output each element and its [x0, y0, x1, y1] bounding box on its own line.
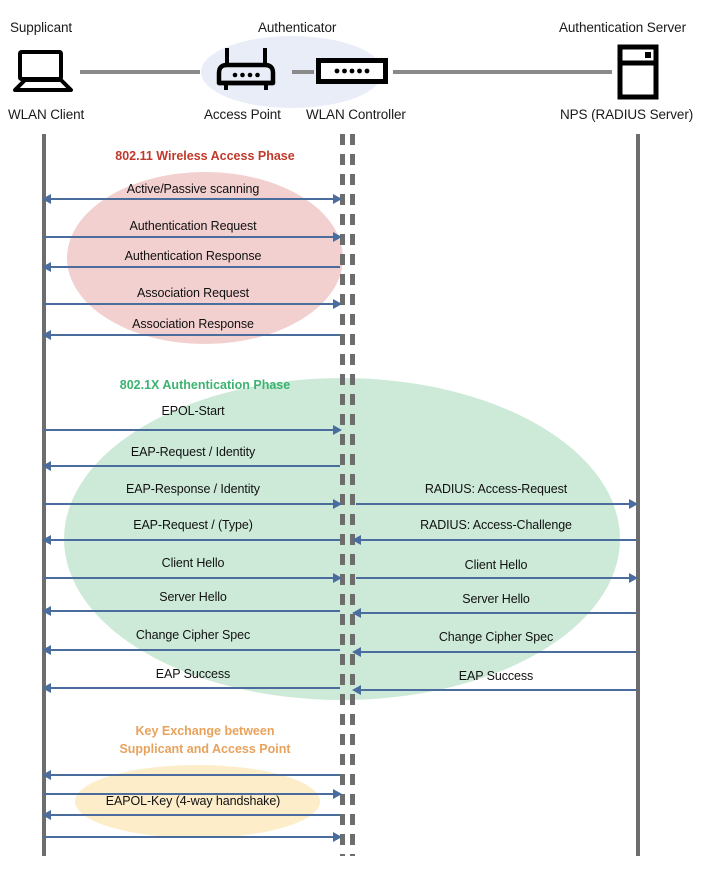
arrowhead-right-icon	[629, 499, 638, 509]
message-arrow	[356, 689, 636, 691]
arrowhead-right-icon	[333, 789, 342, 799]
message-arrow	[44, 836, 340, 838]
message-arrow	[44, 236, 340, 238]
message-label: RADIUS: Access-Challenge	[420, 518, 572, 532]
actor-device-nps: NPS (RADIUS Server)	[560, 107, 694, 122]
message-arrow	[44, 266, 340, 268]
arrowhead-left-icon	[352, 608, 361, 618]
phase-keyexchange-label-line2: Supplicant and Access Point	[119, 742, 291, 756]
message-arrow	[356, 651, 636, 653]
actor-role-supplicant: Supplicant	[10, 20, 73, 35]
message-arrow	[356, 612, 636, 614]
actor-device-wlan-controller: WLAN Controller	[306, 107, 406, 122]
actor-role-authentication-server: Authentication Server	[559, 20, 686, 35]
lifeline-nps	[636, 134, 640, 856]
message-label: Client Hello	[464, 558, 528, 572]
arrowhead-left-icon	[42, 645, 51, 655]
arrowhead-left-icon	[42, 810, 51, 820]
arrowhead-right-icon	[333, 232, 342, 242]
message-label: Association Response	[132, 317, 254, 331]
message-label: RADIUS: Access-Request	[424, 482, 568, 496]
link-controller-server	[393, 70, 612, 74]
message-arrow	[44, 610, 340, 612]
arrowhead-right-icon	[333, 832, 342, 842]
message-label: Server Hello	[462, 592, 530, 606]
message-arrow	[44, 793, 340, 795]
arrowhead-left-icon	[42, 461, 51, 471]
message-arrow	[356, 539, 636, 541]
message-label: EAPOL-Key (4-way handshake)	[105, 794, 281, 808]
message-arrow	[44, 687, 340, 689]
phase-80211-ellipse	[67, 172, 343, 344]
phase-keyexchange-ellipse	[75, 765, 320, 838]
message-label: Association Request	[136, 286, 250, 300]
link-client-ap	[80, 70, 200, 74]
message-label: Server Hello	[159, 590, 227, 604]
arrowhead-right-icon	[333, 425, 342, 435]
laptop-icon	[12, 49, 74, 98]
arrowhead-left-icon	[42, 330, 51, 340]
message-label: EAP Success	[155, 667, 231, 681]
arrowhead-left-icon	[352, 647, 361, 657]
message-arrow	[44, 503, 340, 505]
phase-keyexchange-label-line1: Key Exchange between	[135, 724, 275, 738]
arrowhead-left-icon	[42, 606, 51, 616]
lifeline-wlan-controller	[350, 134, 355, 856]
arrowhead-right-icon	[333, 194, 342, 204]
message-arrow	[44, 334, 340, 336]
arrowhead-left-icon	[352, 535, 361, 545]
message-label: Active/Passive scanning	[126, 182, 260, 196]
arrowhead-left-icon	[42, 535, 51, 545]
arrowhead-left-icon	[352, 685, 361, 695]
message-arrow	[44, 774, 340, 776]
lifeline-wlan-client	[42, 134, 46, 856]
message-arrow	[44, 539, 340, 541]
actor-role-authenticator: Authenticator	[258, 20, 337, 35]
message-label: EPOL-Start	[161, 404, 225, 418]
arrowhead-left-icon	[42, 194, 51, 204]
phase-8021x-label: 802.1X Authentication Phase	[119, 378, 291, 392]
arrowhead-right-icon	[333, 499, 342, 509]
message-label: EAP Success	[458, 669, 534, 683]
arrowhead-left-icon	[42, 262, 51, 272]
message-label: EAP-Request / (Type)	[133, 518, 253, 532]
actor-device-wlan-client: WLAN Client	[8, 107, 85, 122]
arrowhead-right-icon	[629, 573, 638, 583]
message-label: EAP-Request / Identity	[130, 445, 256, 459]
actor-device-access-point: Access Point	[204, 107, 281, 122]
message-arrow	[44, 465, 340, 467]
network-switch-icon	[316, 58, 388, 89]
server-tower-icon	[617, 44, 659, 105]
message-label: Authentication Response	[124, 249, 262, 263]
message-arrow	[356, 503, 636, 505]
message-label: Client Hello	[161, 556, 225, 570]
message-label: Change Cipher Spec	[438, 630, 554, 644]
arrowhead-left-icon	[42, 770, 51, 780]
message-label: EAP-Response / Identity	[126, 482, 260, 496]
arrowhead-right-icon	[333, 573, 342, 583]
message-arrow	[356, 577, 636, 579]
arrowhead-left-icon	[42, 683, 51, 693]
arrowhead-right-icon	[333, 299, 342, 309]
message-arrow	[44, 198, 340, 200]
message-label: Change Cipher Spec	[135, 628, 251, 642]
link-ap-controller	[292, 70, 314, 74]
message-arrow	[44, 814, 340, 816]
message-arrow	[44, 429, 340, 431]
message-arrow	[44, 649, 340, 651]
phase-80211-label: 802.11 Wireless Access Phase	[115, 149, 295, 163]
message-arrow	[44, 577, 340, 579]
lifeline-access-point	[340, 134, 345, 856]
wireless-router-icon	[213, 45, 279, 98]
message-arrow	[44, 303, 340, 305]
message-label: Authentication Request	[129, 219, 257, 233]
